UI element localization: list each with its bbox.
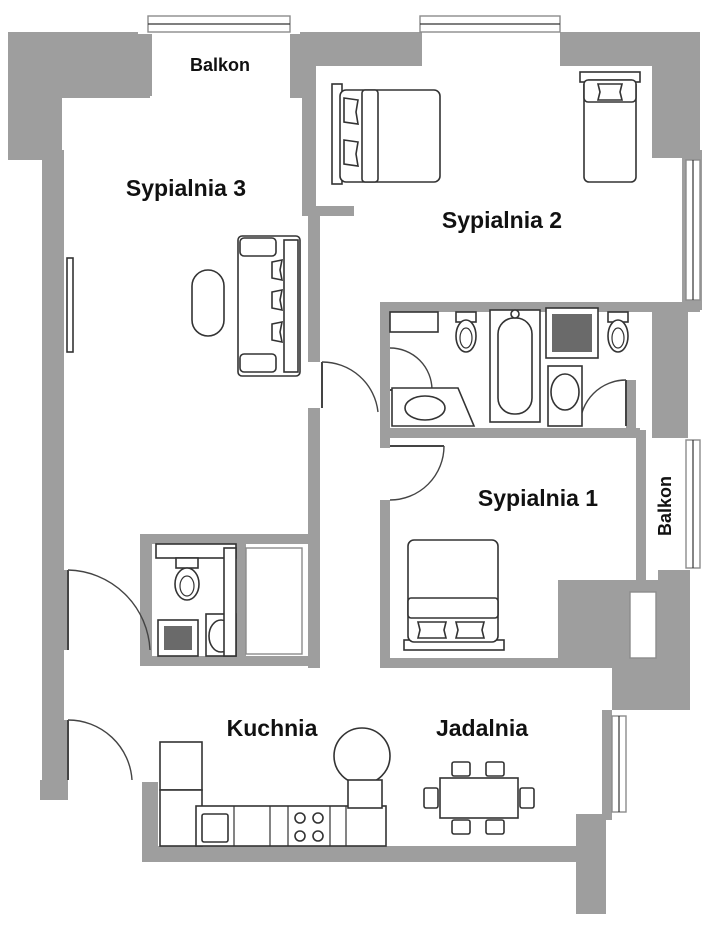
single-bed-bedroom-2 xyxy=(579,71,641,183)
dining-chairs xyxy=(423,761,535,835)
bedroom-1-furniture xyxy=(403,539,505,651)
room-label-bedroom-3: Sypialnia 3 xyxy=(126,175,246,201)
kitchen-fixtures xyxy=(159,727,391,847)
window-bedroom-1-right xyxy=(629,591,657,659)
cooktop xyxy=(294,812,324,842)
windows xyxy=(147,15,701,813)
room-label-bedroom-1: Sypialnia 1 xyxy=(478,485,598,511)
toilet-wc xyxy=(174,557,200,601)
window-small-bath xyxy=(245,547,303,655)
toilet-bathroom xyxy=(455,311,477,353)
shower-tray xyxy=(545,307,599,359)
room-label-balcony-right: Balkon xyxy=(655,476,675,536)
sofa xyxy=(237,235,301,377)
walls xyxy=(8,32,702,914)
washbasin-bathroom xyxy=(391,387,476,427)
kitchen-sink xyxy=(201,813,229,843)
room-label-bedroom-2: Sypialnia 2 xyxy=(442,207,562,233)
washbasin-ensuite xyxy=(547,365,583,427)
wc-fixtures xyxy=(155,543,237,657)
room-label-kitchen: Kuchnia xyxy=(227,715,318,741)
room-labels: Sypialnia 3 Sypialnia 2 Sypialnia 1 Kuch… xyxy=(126,55,675,741)
bedroom-2-furniture xyxy=(331,71,641,185)
room-label-balcony-top: Balkon xyxy=(190,55,250,75)
double-bed-bedroom-1 xyxy=(403,539,505,651)
bedroom-3-furniture xyxy=(66,235,301,377)
coffee-table xyxy=(191,269,225,337)
dining-furniture xyxy=(423,761,535,835)
room-label-dining: Jadalnia xyxy=(436,715,528,741)
toilet-ensuite xyxy=(607,311,629,353)
double-bed-bedroom-2 xyxy=(331,83,441,185)
shower-wc xyxy=(157,619,199,657)
fridge xyxy=(159,741,203,791)
bathtub xyxy=(489,309,541,423)
bathroom-fixtures xyxy=(389,307,629,427)
round-table xyxy=(333,727,391,809)
wardrobe-mirror xyxy=(66,257,74,353)
dining-table xyxy=(439,777,519,819)
